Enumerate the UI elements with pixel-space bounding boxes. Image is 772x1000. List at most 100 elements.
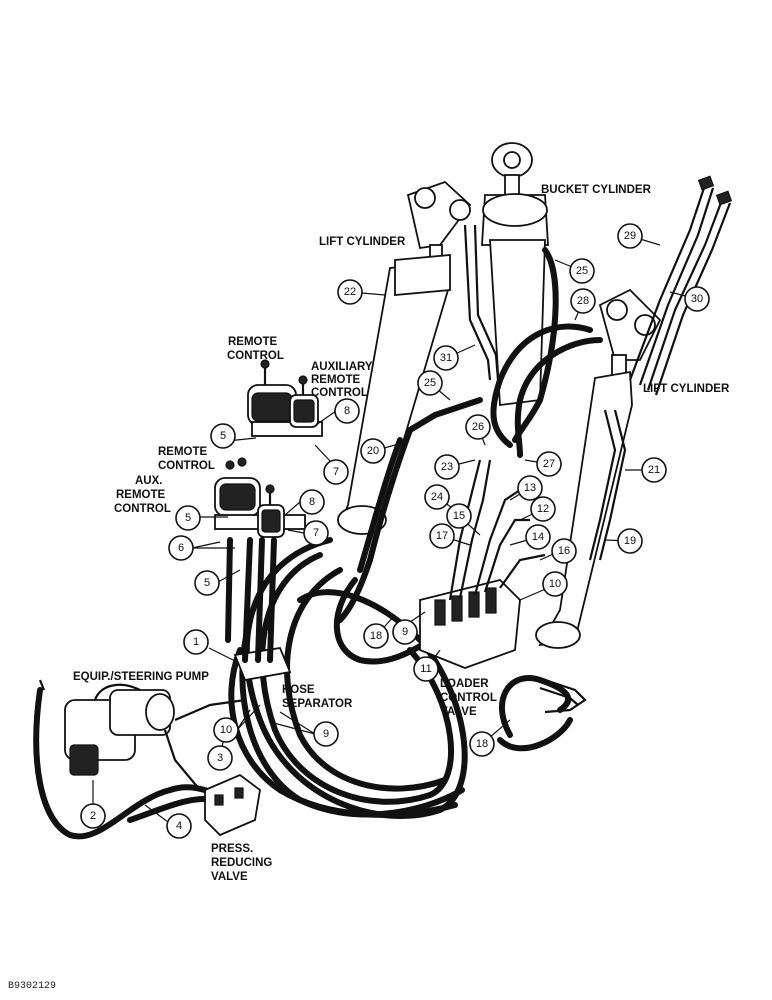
svg-text:13: 13 <box>524 482 536 494</box>
svg-text:25: 25 <box>576 265 588 277</box>
svg-text:27: 27 <box>543 458 555 470</box>
remote-control-upper <box>247 359 323 437</box>
callout-18b: 18 <box>469 731 495 757</box>
auxiliary-remote-control-label-line3: CONTROL <box>311 387 368 399</box>
callout-14: 14 <box>525 524 551 550</box>
callout-11: 11 <box>413 656 439 682</box>
loader-control-valve-label-line3: VALVE <box>440 706 477 718</box>
callout-28: 28 <box>570 288 596 314</box>
callouts: 1 2 3 4 5 5 5 6 7 7 8 8 9 9 10 10 11 12 … <box>80 223 710 839</box>
lift-cylinder-left-label: LIFT CYLINDER <box>319 236 406 248</box>
callout-19: 19 <box>617 528 643 554</box>
svg-text:5: 5 <box>185 512 191 524</box>
svg-text:8: 8 <box>344 405 350 417</box>
callout-7a: 7 <box>323 459 349 485</box>
callout-2: 2 <box>80 803 106 829</box>
callout-10b: 10 <box>542 571 568 597</box>
remote-control-1-label-line1: REMOTE <box>228 336 278 348</box>
callout-25b: 25 <box>417 370 443 396</box>
svg-text:6: 6 <box>178 542 184 554</box>
svg-text:2: 2 <box>90 810 96 822</box>
svg-text:17: 17 <box>436 530 448 542</box>
callout-12: 12 <box>530 496 556 522</box>
text-labels: BUCKET CYLINDER LIFT CYLINDER LIFT CYLIN… <box>8 184 730 992</box>
svg-text:9: 9 <box>402 626 408 638</box>
callout-16: 16 <box>551 538 577 564</box>
svg-text:5: 5 <box>220 430 226 442</box>
lift-cylinder-right <box>535 288 662 649</box>
svg-text:20: 20 <box>367 445 379 457</box>
callout-17: 17 <box>429 523 455 549</box>
lift-cylinder-right-label: LIFT CYLINDER <box>643 383 730 395</box>
cylinder-hoses <box>337 224 627 623</box>
callout-5b: 5 <box>175 505 201 531</box>
hose-separator-label-line2: SEPARATOR <box>282 698 353 710</box>
press-reducing-valve-label-line3: VALVE <box>211 871 248 883</box>
callout-25a: 25 <box>569 258 595 284</box>
hose-separator-block <box>225 537 292 682</box>
press-reducing-valve-label-line2: REDUCING <box>211 857 272 869</box>
callout-9b: 9 <box>392 619 418 645</box>
bucket-cylinder-label: BUCKET CYLINDER <box>541 184 652 196</box>
figure-code: B9302129 <box>8 981 56 992</box>
callout-18a: 18 <box>363 623 389 649</box>
aux-remote-control-label-line1: AUX. <box>135 475 162 487</box>
callout-22: 22 <box>337 279 363 305</box>
svg-text:3: 3 <box>217 752 223 764</box>
callout-15: 15 <box>446 503 472 529</box>
callout-23: 23 <box>434 454 460 480</box>
callout-21: 21 <box>641 457 667 483</box>
svg-text:23: 23 <box>441 461 453 473</box>
svg-text:10: 10 <box>549 578 561 590</box>
svg-text:26: 26 <box>472 421 484 433</box>
equip-steering-pump-label: EQUIP./STEERING PUMP <box>73 671 209 683</box>
svg-text:15: 15 <box>453 510 465 522</box>
callout-1: 1 <box>183 629 209 655</box>
svg-text:30: 30 <box>691 293 703 305</box>
svg-text:7: 7 <box>333 466 339 478</box>
svg-text:4: 4 <box>176 820 182 832</box>
callout-20: 20 <box>360 438 386 464</box>
callout-30: 30 <box>684 286 710 312</box>
remote-control-2-label-line2: CONTROL <box>158 460 215 472</box>
auxiliary-remote-control-label-line1: AUXILIARY <box>311 361 373 373</box>
callout-5c: 5 <box>194 570 220 596</box>
svg-text:8: 8 <box>309 496 315 508</box>
callout-6: 6 <box>168 535 194 561</box>
svg-text:21: 21 <box>648 464 660 476</box>
right-lower-hoses <box>539 678 587 714</box>
svg-text:18: 18 <box>370 630 382 642</box>
equip-steering-pump <box>38 679 175 776</box>
svg-text:14: 14 <box>532 531 544 543</box>
svg-text:28: 28 <box>577 295 589 307</box>
upper-tubes <box>628 175 733 396</box>
loader-control-valve-label-line2: CONTROL <box>440 692 497 704</box>
auxiliary-remote-control-label-line2: REMOTE <box>311 374 361 386</box>
callout-4: 4 <box>166 813 192 839</box>
svg-text:18: 18 <box>476 738 488 750</box>
svg-text:31: 31 <box>440 352 452 364</box>
callout-24: 24 <box>424 484 450 510</box>
svg-text:10: 10 <box>220 724 232 736</box>
callout-10a: 10 <box>213 717 239 743</box>
callout-26: 26 <box>465 414 491 440</box>
svg-text:5: 5 <box>204 577 210 589</box>
hose-separator-label-line1: HOSE <box>282 684 315 696</box>
aux-remote-control-lower <box>257 484 285 538</box>
svg-text:1: 1 <box>193 636 199 648</box>
aux-remote-control-label-line3: CONTROL <box>114 503 171 515</box>
aux-remote-control-label-line2: REMOTE <box>116 489 166 501</box>
loader-control-valve-label-line1: LOADER <box>440 678 489 690</box>
svg-text:9: 9 <box>323 728 329 740</box>
callout-5a: 5 <box>210 423 236 449</box>
callout-3: 3 <box>207 745 233 771</box>
callout-8a: 8 <box>334 398 360 424</box>
svg-text:12: 12 <box>537 503 549 515</box>
press-reducing-valve-label-line1: PRESS. <box>211 843 253 855</box>
callout-7b: 7 <box>303 520 329 546</box>
callout-9a: 9 <box>313 721 339 747</box>
svg-text:19: 19 <box>624 535 636 547</box>
press-reducing-valve-body <box>163 698 261 837</box>
svg-text:7: 7 <box>313 527 319 539</box>
